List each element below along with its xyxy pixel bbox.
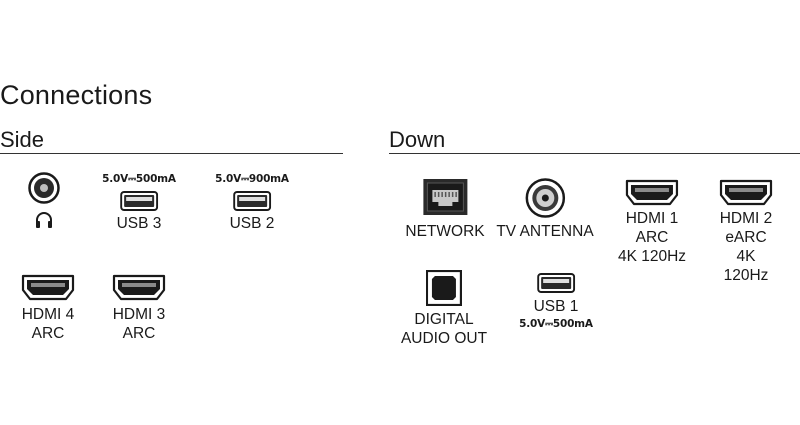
usb-power-spec: 5.0V⎓900mA [215, 173, 289, 185]
port-usb-2: 5.0V⎓900mA USB 2 [215, 173, 289, 233]
usb-power-spec: 5.0V⎓500mA [519, 318, 593, 330]
headphone-jack-icon [28, 172, 60, 204]
ethernet-port-icon [423, 179, 467, 215]
port-hdmi-3: HDMI 3 ARC [112, 273, 166, 343]
section-title-side: Side [0, 127, 45, 152]
section-title-down: Down [389, 127, 446, 152]
port-tv-antenna: TV ANTENNA [496, 178, 594, 241]
port-label: HDMI 4 ARC [21, 306, 75, 342]
port-digital-audio-out: DIGITAL AUDIO OUT [401, 270, 487, 348]
port-usb-3: 5.0V⎓500mA USB 3 [102, 173, 176, 233]
port-label: USB 2 [229, 215, 275, 232]
port-label: HDMI 3 ARC [112, 306, 166, 342]
headphones-icon [36, 212, 52, 228]
port-hdmi-2: HDMI 2 eARC 4K 120Hz [719, 178, 773, 285]
usb-port-icon [120, 191, 158, 211]
port-label: HDMI 1 ARC 4K 120Hz [617, 210, 687, 265]
dc-symbol-icon: ⎓ [545, 319, 553, 330]
page-title: Connections [0, 80, 153, 110]
port-headphone [28, 172, 60, 230]
port-hdmi-4: HDMI 4 ARC [21, 273, 75, 343]
port-label: TV ANTENNA [496, 223, 594, 240]
port-label: NETWORK [405, 223, 485, 240]
divider-side [0, 153, 343, 154]
port-usb-1: USB 1 5.0V⎓500mA [519, 273, 593, 331]
coaxial-antenna-icon [525, 178, 565, 218]
port-label: HDMI 2 eARC 4K 120Hz [719, 210, 773, 284]
hdmi-port-icon [21, 274, 75, 301]
hdmi-port-icon [625, 179, 679, 206]
port-hdmi-1: HDMI 1 ARC 4K 120Hz [618, 178, 686, 266]
dc-symbol-icon: ⎓ [128, 174, 136, 185]
dc-symbol-icon: ⎓ [241, 174, 249, 185]
port-label: USB 1 [533, 298, 579, 315]
usb-power-spec: 5.0V⎓500mA [102, 173, 176, 185]
optical-audio-port-icon [426, 270, 462, 306]
usb-port-icon [233, 191, 271, 211]
port-label: USB 3 [116, 215, 162, 232]
hdmi-port-icon [719, 179, 773, 206]
hdmi-port-icon [112, 274, 166, 301]
divider-down [389, 153, 800, 154]
port-network: NETWORK [405, 178, 485, 241]
usb-port-icon [537, 273, 575, 293]
port-label: DIGITAL AUDIO OUT [400, 311, 488, 347]
